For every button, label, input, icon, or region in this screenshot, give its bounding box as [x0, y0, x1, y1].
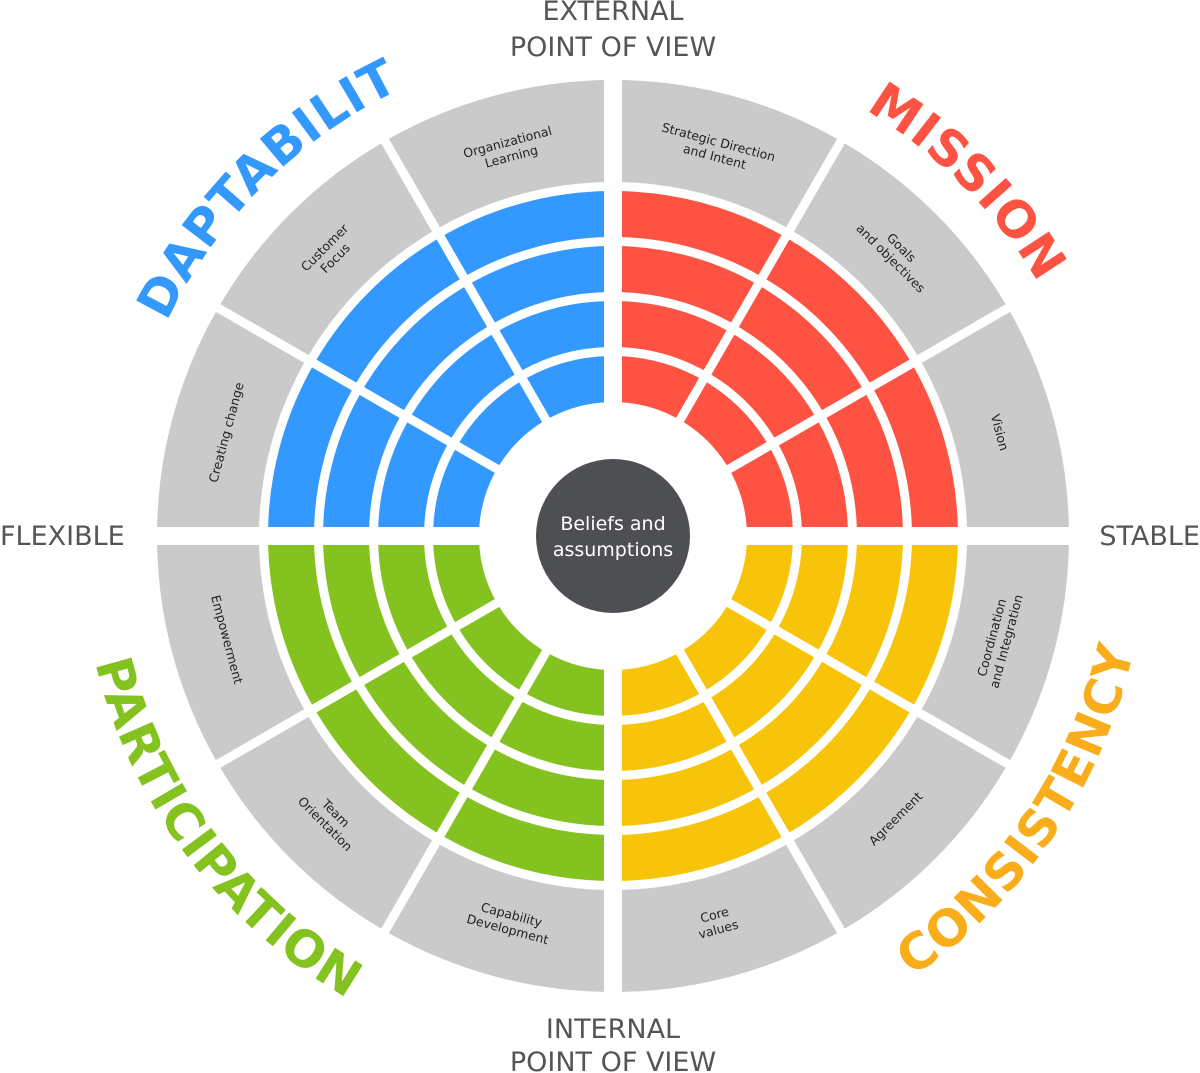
ring-1-segment-4 [874, 540, 958, 705]
ring-2-segment-9 [323, 540, 400, 678]
ring-4-segment-9 [433, 540, 495, 623]
ring-1-segment-11 [316, 239, 460, 383]
axis-bottom-line-1: INTERNAL [546, 1014, 680, 1045]
ring-2-segment-11 [364, 287, 488, 411]
ring-2-segment-4 [826, 540, 903, 678]
outer-segment-6 [617, 844, 838, 992]
ring-4-segment-2 [683, 382, 767, 466]
ring-3-segment-9 [378, 540, 448, 650]
ring-1-segment-8 [316, 689, 460, 833]
center-text-line-2: assumptions [553, 539, 673, 561]
rings-layer [150, 60, 1076, 1012]
outer-segment-11 [220, 143, 433, 356]
axis-right-label: STABLE [1099, 521, 1200, 552]
outer-segment-8 [220, 716, 433, 929]
axis-top-line-2: POINT OF VIEW [510, 32, 716, 63]
segment-label-6-line-1: Core [699, 904, 731, 926]
ring-3-segment-7 [499, 701, 609, 771]
ring-2-segment-10 [323, 394, 400, 532]
ring-4-segment-5 [683, 606, 767, 690]
ring-2-segment-3 [826, 394, 903, 532]
ring-3-segment-6 [617, 701, 727, 771]
ring-3-segment-2 [711, 334, 815, 438]
ring-2-segment-7 [471, 749, 609, 826]
outer-segment-12 [388, 80, 609, 228]
axis-bottom-line-2: POINT OF VIEW [510, 1047, 716, 1073]
ring-2-segment-6 [617, 749, 755, 826]
outer-segment-7 [388, 844, 609, 992]
ring-2-segment-5 [738, 661, 862, 785]
center-text-line-1: Beliefs and [560, 513, 665, 535]
ring-1-segment-12 [444, 191, 609, 275]
outer-segment-2 [793, 143, 1006, 356]
ring-1-segment-2 [766, 239, 910, 383]
ring-4-segment-6 [617, 654, 700, 716]
outer-segment-5 [793, 716, 1006, 929]
ring-3-segment-5 [711, 634, 815, 738]
ring-2-segment-8 [364, 661, 488, 785]
outer-segment-1 [617, 80, 838, 228]
ring-3-segment-12 [499, 301, 609, 371]
center-circle [536, 459, 690, 613]
ring-4-segment-3 [731, 449, 793, 532]
ring-1-segment-3 [874, 367, 958, 532]
axis-left-label: FLEXIBLE [0, 521, 125, 552]
ring-3-segment-8 [411, 634, 515, 738]
ring-2-segment-12 [471, 246, 609, 323]
ring-1-segment-10 [268, 367, 352, 532]
ring-4-segment-1 [617, 356, 700, 418]
ring-3-segment-11 [411, 334, 515, 438]
ring-2-segment-1 [617, 246, 755, 323]
ring-1-segment-1 [617, 191, 782, 275]
outer-segment-10 [157, 311, 305, 532]
ring-3-segment-4 [778, 540, 848, 650]
ring-4-segment-7 [526, 654, 609, 716]
ring-4-segment-11 [459, 382, 543, 466]
axis-top-line-1: EXTERNAL [542, 0, 683, 27]
ring-2-segment-2 [738, 287, 862, 411]
ring-3-segment-1 [617, 301, 727, 371]
ring-1-segment-5 [766, 689, 910, 833]
ring-3-segment-10 [378, 422, 448, 532]
ring-4-segment-8 [459, 606, 543, 690]
outer-segment-9 [157, 540, 305, 761]
ring-1-segment-7 [444, 797, 609, 881]
outer-segment-4 [921, 540, 1069, 761]
ring-4-segment-10 [433, 449, 495, 532]
outer-segment-3 [921, 311, 1069, 532]
ring-3-segment-3 [778, 422, 848, 532]
ring-4-segment-4 [731, 540, 793, 623]
ring-1-segment-9 [268, 540, 352, 705]
ring-1-segment-6 [617, 797, 782, 881]
ring-4-segment-12 [526, 356, 609, 418]
